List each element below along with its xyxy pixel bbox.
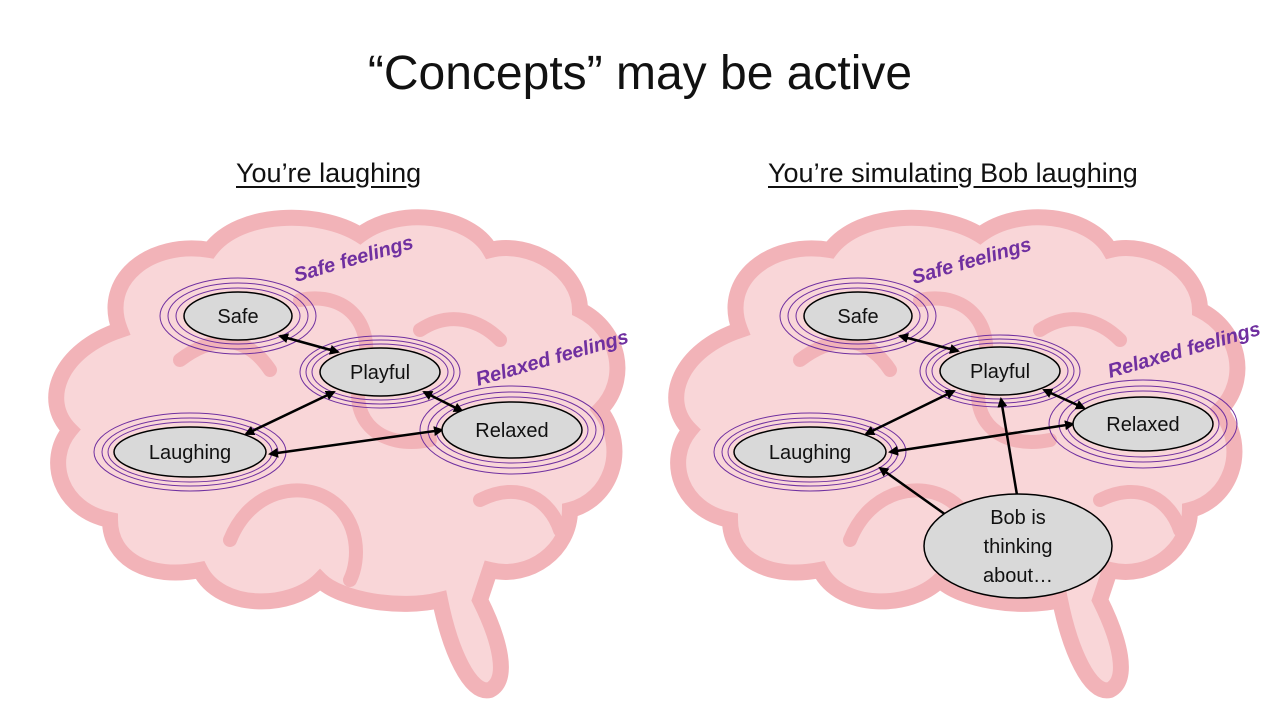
node-playful-label: Playful [350,362,410,384]
node-laughing: Laughing [733,426,887,478]
node-laughing: Laughing [113,426,267,478]
left-brain: Safe Playful Laughing Relaxed Safe feeli… [48,209,631,699]
node-laughing-label: Laughing [769,442,851,464]
playful-rings [299,335,461,409]
node-bob-thinking: Bob is thinking about… [923,493,1113,599]
node-relaxed-label: Relaxed [1106,414,1179,436]
safe-rings [779,277,937,355]
node-relaxed: Relaxed [441,401,583,459]
node-relaxed: Relaxed [1072,396,1214,452]
arrow-laughing-playful [244,390,336,436]
node-laughing-label: Laughing [149,442,231,464]
bob-label-line-1: Bob is [990,507,1046,529]
node-playful: Playful [939,346,1061,396]
arrow-bob-playful [997,397,1019,496]
left-panel-subtitle: You’re laughing [236,158,422,188]
node-relaxed-label: Relaxed [475,420,548,442]
node-safe-label: Safe [217,306,258,328]
arrow-bob-laughing [878,466,947,517]
node-playful-label: Playful [970,361,1030,383]
arrow-playful-relaxed [1042,388,1086,410]
node-playful: Playful [319,347,441,397]
right-arrows [864,333,1086,517]
left-arrows [244,333,464,458]
bob-label-line-2: thinking [984,536,1053,558]
page-title: “Concepts” may be active [367,47,913,100]
arrow-laughing-playful [864,389,956,436]
node-safe: Safe [183,291,293,341]
safe-rings [159,277,317,355]
arrow-safe-playful [898,333,960,354]
arrow-playful-relaxed [422,390,464,413]
node-safe-label: Safe [837,306,878,328]
arrow-safe-playful [278,333,340,355]
arrow-laughing-relaxed [268,426,444,458]
right-brain: Safe Playful Laughing Relaxed Bob is thi… [668,209,1263,699]
bob-label-line-3: about… [983,565,1053,587]
node-safe: Safe [803,291,913,341]
right-panel-subtitle: You’re simulating Bob laughing [768,158,1138,188]
arrow-laughing-relaxed [888,420,1075,456]
